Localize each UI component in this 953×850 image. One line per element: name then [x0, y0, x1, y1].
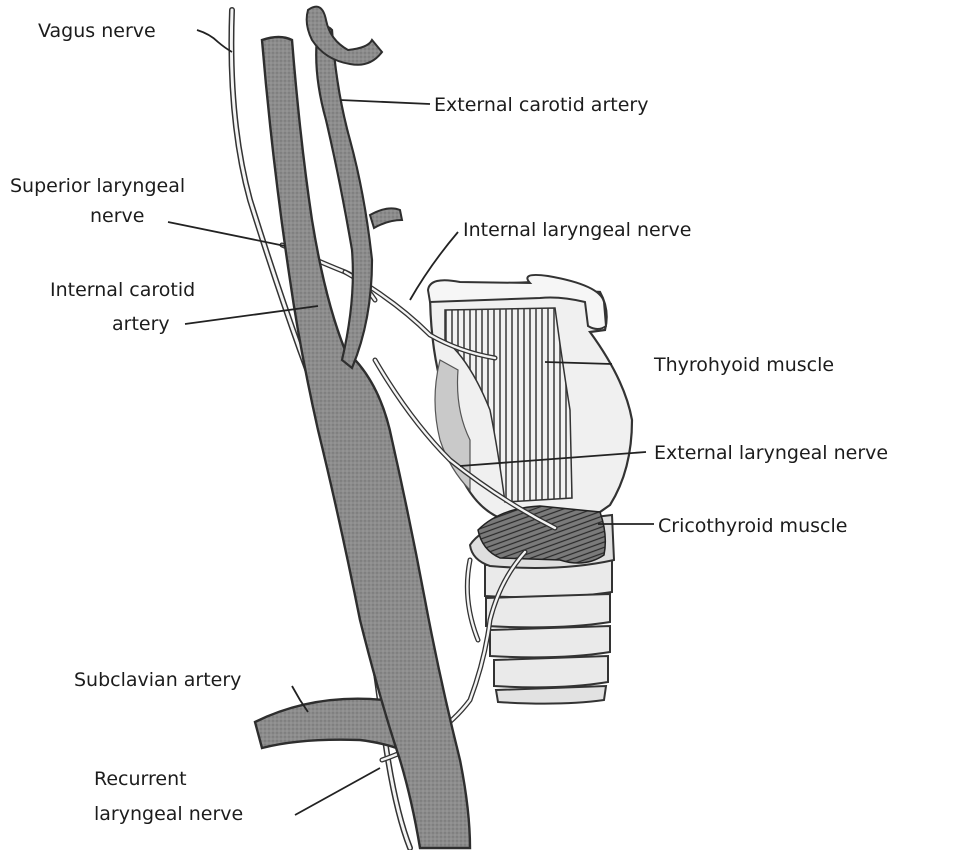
leader-recurrent	[295, 768, 380, 815]
label-external-laryngeal-nerve: External laryngeal nerve	[654, 442, 888, 464]
label-thyrohyoid-muscle: Thyrohyoid muscle	[653, 354, 834, 376]
label-cricothyroid-muscle: Cricothyroid muscle	[658, 515, 847, 537]
leader-vagus	[197, 30, 232, 52]
label-recurrent-laryngeal-nerve-1: Recurrent	[94, 768, 187, 790]
label-recurrent-laryngeal-nerve-2: laryngeal nerve	[94, 803, 243, 825]
larynx	[428, 275, 632, 704]
leader-superior-laryngeal	[168, 222, 285, 246]
label-superior-laryngeal-nerve-1: Superior laryngeal	[10, 175, 185, 197]
label-internal-laryngeal-nerve: Internal laryngeal nerve	[463, 219, 691, 241]
label-internal-carotid-artery-2: artery	[112, 313, 170, 335]
label-superior-laryngeal-nerve-2: nerve	[90, 205, 144, 227]
label-vagus-nerve: Vagus nerve	[38, 20, 156, 42]
label-external-carotid-artery: External carotid artery	[434, 94, 648, 116]
label-subclavian-artery: Subclavian artery	[74, 669, 241, 691]
superior-thyroid-artery	[370, 208, 402, 228]
leader-external-carotid	[340, 100, 430, 104]
label-internal-carotid-artery-1: Internal carotid	[50, 279, 195, 301]
